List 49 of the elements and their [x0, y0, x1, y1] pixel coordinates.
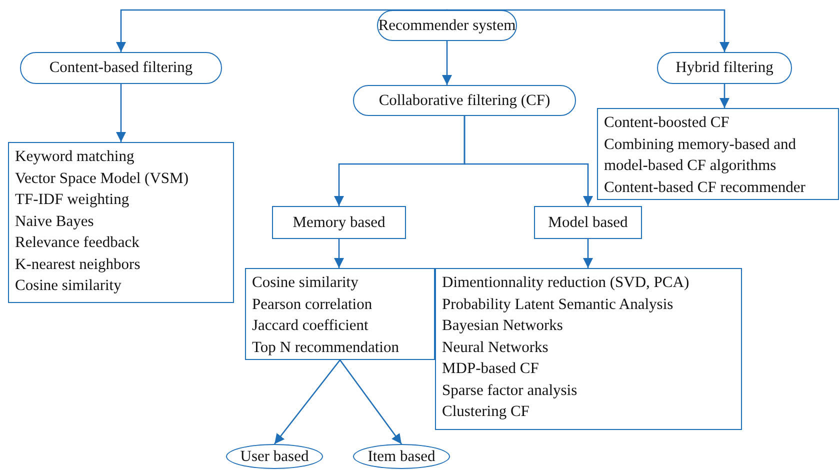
arrow — [720, 84, 730, 108]
category-pill — [20, 52, 222, 84]
list-item: Neural Networks — [442, 338, 550, 358]
list-item: Content-based CF recommender — [604, 178, 806, 198]
list-item: Naive Bayes — [15, 212, 95, 232]
list-box — [245, 268, 435, 360]
arrow — [274, 360, 341, 444]
list-item: Cosine similarity — [15, 276, 122, 296]
list-item: Content-boosted CF — [604, 113, 730, 133]
arrow — [464, 116, 593, 206]
list-item: Top N recommendation — [252, 338, 400, 358]
category-pill — [353, 85, 576, 116]
category-box — [272, 206, 406, 239]
list-item: Vector Space Model (VSM) — [15, 168, 190, 188]
list-item: Combining memory-based and model-based CF algorithms — [604, 134, 797, 176]
list-item: TF-IDF weighting — [15, 190, 130, 210]
list-item: K-nearest neighbors — [15, 254, 142, 274]
category-box — [534, 206, 642, 239]
list-item: Keyword matching — [15, 147, 136, 167]
list-box — [8, 142, 234, 303]
list-box — [435, 268, 742, 430]
arrow — [446, 9, 730, 52]
category-pill — [377, 10, 517, 41]
list-box — [597, 108, 839, 200]
list-item: Bayesian Networks — [442, 316, 564, 336]
list-item: Pearson correlation — [252, 294, 374, 314]
list-item: Clustering CF — [442, 402, 530, 422]
node-label: Collaborative filtering (CF) — [378, 92, 550, 110]
category-pill — [657, 52, 792, 84]
list-item: Jaccard coefficient — [252, 316, 370, 336]
node-label: Content-based filtering — [49, 59, 193, 77]
arrow — [334, 239, 344, 268]
node-label: Recommender system — [378, 16, 516, 34]
list-item: Probability Latent Semantic Analysis — [442, 294, 674, 314]
node-label: User based — [240, 448, 309, 466]
arrow — [116, 9, 448, 52]
arrow — [442, 41, 452, 85]
node-label: Memory based — [292, 214, 386, 232]
node-label: Item based — [368, 448, 436, 466]
node-label: Model based — [548, 214, 628, 232]
list-item: Sparse factor analysis — [442, 380, 578, 400]
arrow — [116, 84, 126, 142]
list-item: Relevance feedback — [15, 233, 140, 253]
list-item: Dimentionnality reduction (SVD, PCA) — [442, 273, 690, 293]
list-item: MDP-based CF — [442, 359, 540, 379]
arrow — [583, 239, 593, 268]
node-label: Hybrid filtering — [676, 59, 774, 77]
list-item: Cosine similarity — [252, 273, 360, 293]
arrow — [339, 360, 402, 444]
